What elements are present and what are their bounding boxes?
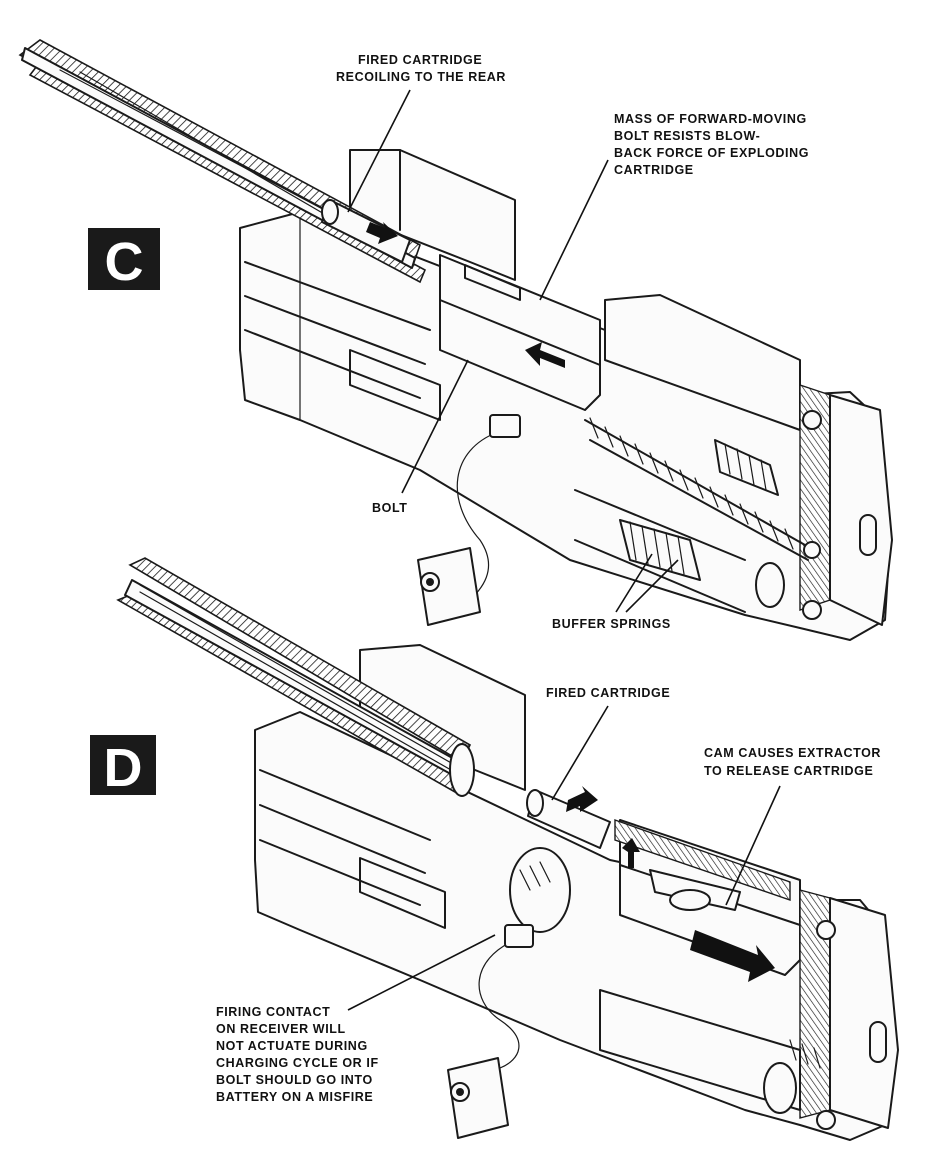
- svg-text:BUFFER SPRINGS: BUFFER SPRINGS: [552, 617, 671, 631]
- svg-text:BOLT RESISTS BLOW-: BOLT RESISTS BLOW-: [614, 129, 760, 143]
- panel-d-receiver: [116, 557, 899, 1141]
- panel-d-label-fired-cartridge: FIRED CARTRIDGE: [546, 686, 670, 801]
- svg-text:FIRED CARTRIDGE: FIRED CARTRIDGE: [358, 53, 482, 67]
- svg-text:CARTRIDGE: CARTRIDGE: [614, 163, 694, 177]
- svg-text:FIRING CONTACT: FIRING CONTACT: [216, 1005, 330, 1019]
- panel-d-extractor-arrow: [622, 838, 640, 868]
- panel-c-label-mass-of-bolt: MASS OF FORWARD-MOVING BOLT RESISTS BLOW…: [539, 112, 809, 301]
- panel-d-label-firing-contact: FIRING CONTACT ON RECEIVER WILL NOT ACTU…: [216, 934, 496, 1104]
- panel-c-label-bolt: BOLT: [372, 359, 469, 515]
- svg-text:BATTERY ON A MISFIRE: BATTERY ON A MISFIRE: [216, 1090, 373, 1104]
- svg-text:FIRED CARTRIDGE: FIRED CARTRIDGE: [546, 686, 670, 700]
- panel-c: C: [18, 39, 893, 641]
- svg-text:ON RECEIVER WILL: ON RECEIVER WILL: [216, 1022, 346, 1036]
- svg-text:CHARGING CYCLE OR IF: CHARGING CYCLE OR IF: [216, 1056, 379, 1070]
- svg-text:NOT ACTUATE DURING: NOT ACTUATE DURING: [216, 1039, 368, 1053]
- panel-d-label-cam: CAM CAUSES EXTRACTOR TO RELEASE CARTRIDG…: [704, 746, 881, 906]
- svg-text:BOLT SHOULD GO INTO: BOLT SHOULD GO INTO: [216, 1073, 373, 1087]
- svg-text:BOLT: BOLT: [372, 501, 408, 515]
- panel-c-label-fired-cartridge: FIRED CARTRIDGE RECOILING TO THE REAR: [336, 53, 506, 213]
- panel-d-bolt-rearward-arrow: [690, 930, 775, 982]
- panel-c-letter: C: [105, 232, 144, 292]
- panel-c-forward-arrow: [525, 342, 565, 368]
- svg-text:MASS OF FORWARD-MOVING: MASS OF FORWARD-MOVING: [614, 112, 807, 126]
- panel-d-badge: D: [90, 735, 156, 798]
- panel-c-rearward-arrow: [366, 222, 398, 244]
- panel-d-cartridge-arrow: [566, 786, 598, 812]
- svg-text:CAM CAUSES EXTRACTOR: CAM CAUSES EXTRACTOR: [704, 746, 881, 760]
- svg-text:TO RELEASE CARTRIDGE: TO RELEASE CARTRIDGE: [704, 764, 873, 778]
- panel-c-label-buffer-springs: BUFFER SPRINGS: [552, 553, 679, 631]
- svg-text:RECOILING TO THE REAR: RECOILING TO THE REAR: [336, 70, 506, 84]
- panel-d-letter: D: [104, 738, 143, 798]
- panel-c-receiver: [18, 39, 893, 641]
- panel-c-recoil-spring: [584, 417, 821, 561]
- panel-d: D: [90, 557, 899, 1141]
- panel-c-buffer-springs: [619, 439, 779, 581]
- panel-c-badge: C: [88, 228, 160, 292]
- svg-text:BACK FORCE OF EXPLODING: BACK FORCE OF EXPLODING: [614, 146, 809, 160]
